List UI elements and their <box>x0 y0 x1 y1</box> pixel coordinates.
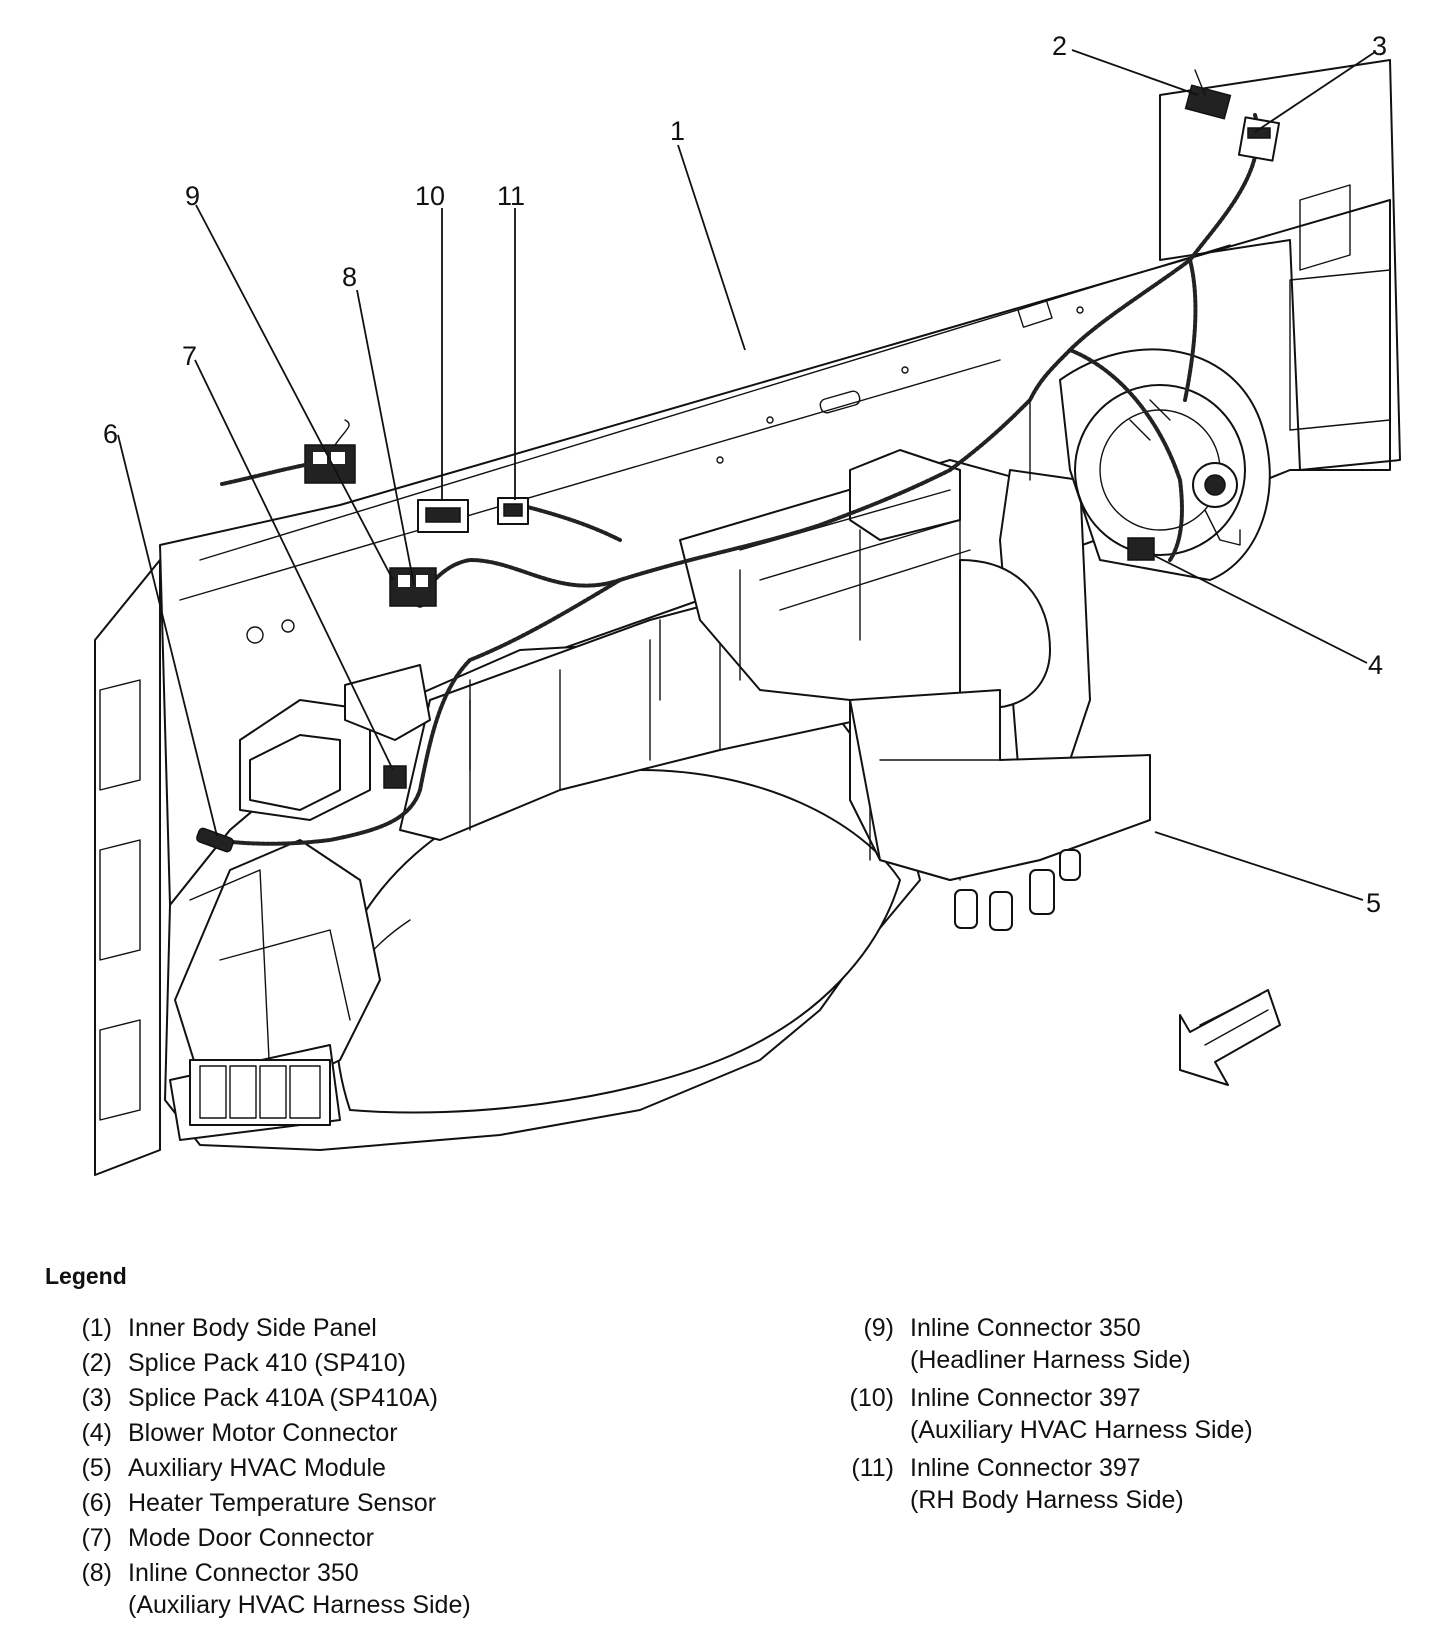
wiring-harness <box>213 113 1260 846</box>
legend-item-1: (1)Inner Body Side Panel <box>81 1314 377 1342</box>
floor-outlet-grille <box>189 1059 331 1126</box>
legend-item-6: (6)Heater Temperature Sensor <box>81 1489 437 1517</box>
auxiliary-hvac-module <box>679 449 1151 931</box>
legend-item-4: (4)Blower Motor Connector <box>81 1419 398 1447</box>
legend-title: Legend <box>45 1263 127 1289</box>
heater-temperature-sensor <box>196 827 234 853</box>
legend-item-2: (2)Splice Pack 410 (SP410) <box>81 1349 406 1377</box>
legend-item-3: (3)Splice Pack 410A (SP410A) <box>81 1384 438 1412</box>
callout-3: 3 <box>1372 31 1387 61</box>
inline-connector-350-aux <box>389 567 437 607</box>
mode-door-connector <box>383 765 407 789</box>
inline-connector-397-rh-body <box>497 497 529 525</box>
callout-6: 6 <box>103 419 118 449</box>
callout-8: 8 <box>342 262 357 292</box>
blower-motor-connector <box>1127 537 1155 561</box>
callout-7: 7 <box>182 341 197 371</box>
callout-5: 5 <box>1366 888 1381 918</box>
legend-item-7: (7)Mode Door Connector <box>81 1524 374 1552</box>
callout-2: 2 <box>1052 31 1067 61</box>
legend-item-9: (9)Inline Connector 350 (Headliner Harne… <box>863 1314 1191 1374</box>
inline-connector-397-aux <box>417 499 469 533</box>
splice-pack-410a <box>1237 116 1281 162</box>
callout-9: 9 <box>185 181 200 211</box>
coolant-pipe-stubs <box>954 849 1081 931</box>
callout-4: 4 <box>1368 650 1383 680</box>
inline-connector-350-headliner <box>220 419 356 486</box>
callout-1: 1 <box>670 116 685 146</box>
hvac-component-diagram: 1 2 3 4 5 6 7 8 9 10 11 <box>94 31 1401 1176</box>
callout-leaders <box>117 49 1376 901</box>
legend-item-8: (8)Inline Connector 350 (Auxiliary HVAC … <box>81 1559 471 1619</box>
front-direction-arrow-icon <box>1179 989 1281 1086</box>
legend-item-10: (10)Inline Connector 397 (Auxiliary HVAC… <box>849 1384 1253 1444</box>
callout-11: 11 <box>497 181 525 211</box>
callout-10: 10 <box>415 181 445 211</box>
legend-item-11: (11)Inline Connector 397 (RH Body Harnes… <box>851 1454 1184 1514</box>
splice-pack-410 <box>1184 69 1232 120</box>
blower-motor-housing <box>1059 348 1271 581</box>
legend-item-5: (5)Auxiliary HVAC Module <box>81 1454 386 1482</box>
